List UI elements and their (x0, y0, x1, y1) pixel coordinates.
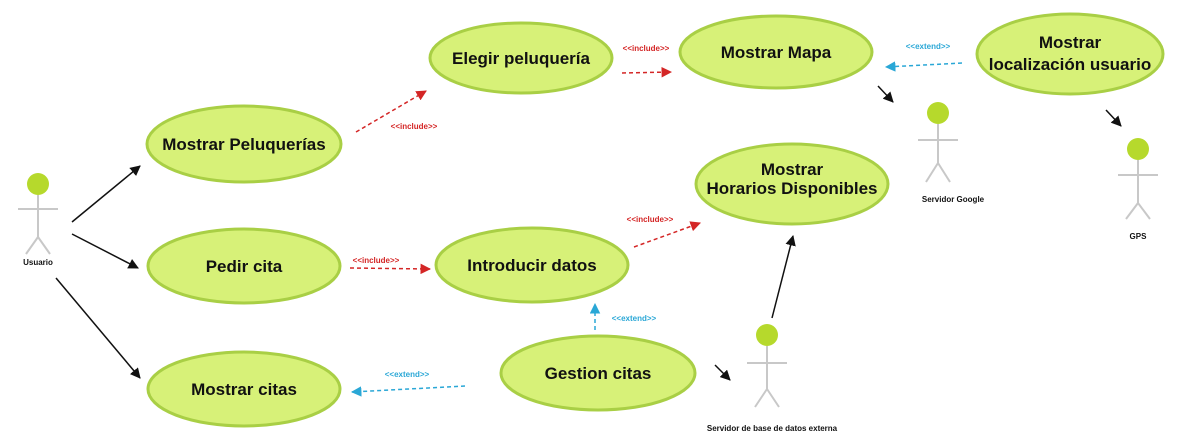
actor-servidor-google: Servidor Google (918, 102, 985, 204)
use-case-introducir-datos: Introducir datos (434, 226, 630, 304)
use-case-mostrar-localizacion: Mostrar localización usuario (975, 12, 1165, 96)
stereotype-include-label: <<include>> (391, 122, 438, 131)
extend-gestion-mostrar-citas (350, 385, 466, 397)
association-usuario-pedir-cita (71, 233, 139, 269)
association-mapa-servidor-google (877, 85, 894, 103)
include-introducir-horarios (633, 221, 701, 248)
use-case-mostrar-citas: Mostrar citas (146, 350, 342, 428)
stereotype-extend-label: <<extend>> (906, 42, 951, 51)
use-case-mostrar-peluquerias: Mostrar Peluquerías (145, 104, 343, 184)
use-case-label: Gestion citas (545, 364, 652, 383)
use-case-label-line1: Mostrar (761, 160, 824, 179)
use-case-pedir-cita: Pedir cita (146, 227, 342, 305)
association-servidor-bd-horarios (771, 234, 796, 319)
stereotype-include-label: <<include>> (353, 256, 400, 265)
use-case-label: Pedir cita (206, 257, 283, 276)
use-case-label: Introducir datos (467, 256, 596, 275)
use-case-label: Mostrar Peluquerías (162, 135, 325, 154)
extend-localizacion-mapa (884, 61, 963, 72)
actor-label: GPS (1130, 232, 1148, 241)
use-case-label: Mostrar Mapa (721, 43, 832, 62)
stereotype-include-label: <<include>> (623, 44, 670, 53)
stereotype-extend-label: <<extend>> (385, 370, 430, 379)
use-case-label: Mostrar citas (191, 380, 297, 399)
use-case-label-line1: Mostrar (1039, 33, 1102, 52)
actor-usuario: Usuario (18, 173, 58, 267)
association-gestion-servidor-bd (714, 364, 731, 381)
actor-label: Servidor de base de datos externa (707, 424, 838, 433)
actor-label: Servidor Google (922, 195, 985, 204)
use-case-elegir-peluqueria: Elegir peluquería (428, 21, 614, 95)
association-usuario-mostrar-citas (55, 277, 141, 379)
include-elegir-mapa (621, 66, 673, 78)
use-case-gestion-citas: Gestion citas (499, 334, 697, 412)
actor-servidor-bd: Servidor de base de datos externa (707, 324, 838, 433)
stereotype-extend-label: <<extend>> (612, 314, 657, 323)
use-case-label-line2: localización usuario (989, 55, 1152, 74)
use-case-label-line2: Horarios Disponibles (707, 179, 878, 198)
actor-gps: GPS (1118, 138, 1158, 241)
stereotype-include-label: <<include>> (627, 215, 674, 224)
include-pedir-introducir (349, 263, 432, 275)
use-case-label: Elegir peluquería (452, 49, 590, 68)
actor-label: Usuario (23, 258, 53, 267)
association-localizacion-gps (1105, 109, 1122, 127)
use-case-mostrar-horarios: Mostrar Horarios Disponibles (694, 142, 890, 226)
association-usuario-mostrar-peluquerias (71, 165, 141, 223)
use-case-mostrar-mapa: Mostrar Mapa (678, 14, 874, 90)
